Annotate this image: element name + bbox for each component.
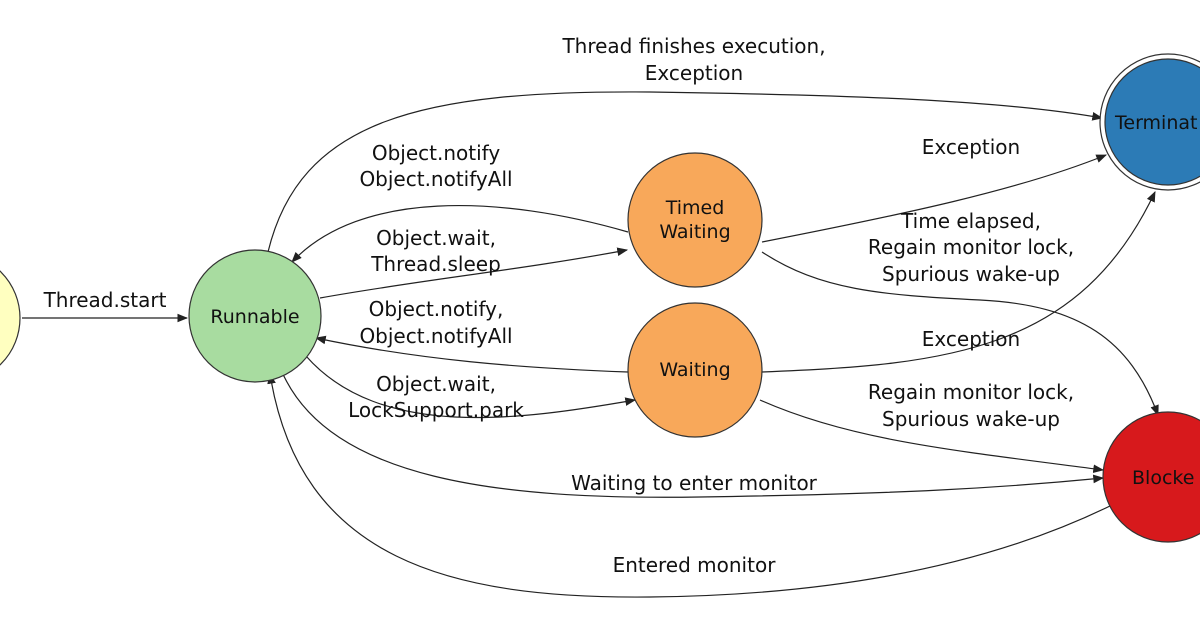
thread-start-label: Thread.start [43,288,167,312]
waiting-label: Waiting [659,359,730,381]
tw-blocked-label-line1: Time elapsed, [900,209,1041,233]
tw-notify-label-line1: Object.notify [372,141,500,165]
waiting-state-circle [627,302,763,438]
edge-waiting-to-blocked [759,399,1105,474]
w-notify-label-line2: Object.notifyAll [359,324,512,348]
w-notify-label-line1: Object.notify, [369,297,504,321]
edge-timed-waiting-to-runnable [291,204,629,263]
runnable-state-circle [188,249,322,383]
edge-runnable-to-waiting [305,355,637,419]
edge-timed-waiting-to-blocked [761,251,1159,417]
edge-blocked-to-runnable [267,372,1113,598]
enter-monitor-label: Waiting to enter monitor [571,471,818,495]
edges [22,91,1159,598]
state-runnable: Runnable [188,249,322,383]
terminated-label: Terminat [1114,112,1197,134]
state-blocked: Blocke [1102,411,1200,543]
state-waiting: Waiting [627,302,763,438]
entered-monitor-label: Entered monitor [613,553,777,577]
tw-notify-label-line2: Object.notifyAll [359,167,512,191]
terminated-state-circle [1104,58,1200,186]
blocked-label: Blocke [1132,467,1194,489]
timed-waiting-state-circle [627,152,763,288]
finish-label-line1: Thread finishes execution, [561,34,825,58]
edge-timed-waiting-to-terminated [761,154,1108,243]
runnable-label: Runnable [210,306,299,328]
w-blocked-label-line2: Spurious wake-up [882,407,1060,431]
w-wait-label-line1: Object.wait, [376,372,496,396]
tw-wait-label-line1: Object.wait, [376,226,496,250]
tw-wait-label-line2: Thread.sleep [370,252,501,276]
edge-labels: Thread.start Thread finishes execution, … [43,34,1075,577]
new-state-circle [0,270,21,366]
state-terminated: Terminat [1099,53,1200,191]
finish-label-line2: Exception [645,61,743,85]
blocked-state-circle [1102,411,1200,543]
w-exception-label: Exception [922,327,1020,351]
tw-exception-label: Exception [922,135,1020,159]
edge-waiting-to-runnable [314,335,629,373]
edge-runnable-to-blocked [281,371,1105,498]
nodes: Runnable Timed Waiting Waiting Terminat … [0,53,1200,543]
w-blocked-label-line1: Regain monitor lock, [868,380,1074,404]
edge-runnable-to-timed-waiting [319,247,629,299]
timed-waiting-label-line2: Waiting [659,221,730,243]
edge-runnable-to-terminated [267,91,1104,253]
state-timed-waiting: Timed Waiting [627,152,763,288]
state-new [0,270,21,366]
tw-blocked-label-line3: Spurious wake-up [882,262,1060,286]
tw-blocked-label-line2: Regain monitor lock, [868,235,1074,259]
w-wait-label-line2: LockSupport.park [348,398,524,422]
timed-waiting-label-line1: Timed [665,197,725,219]
edge-waiting-to-terminated [761,191,1156,373]
